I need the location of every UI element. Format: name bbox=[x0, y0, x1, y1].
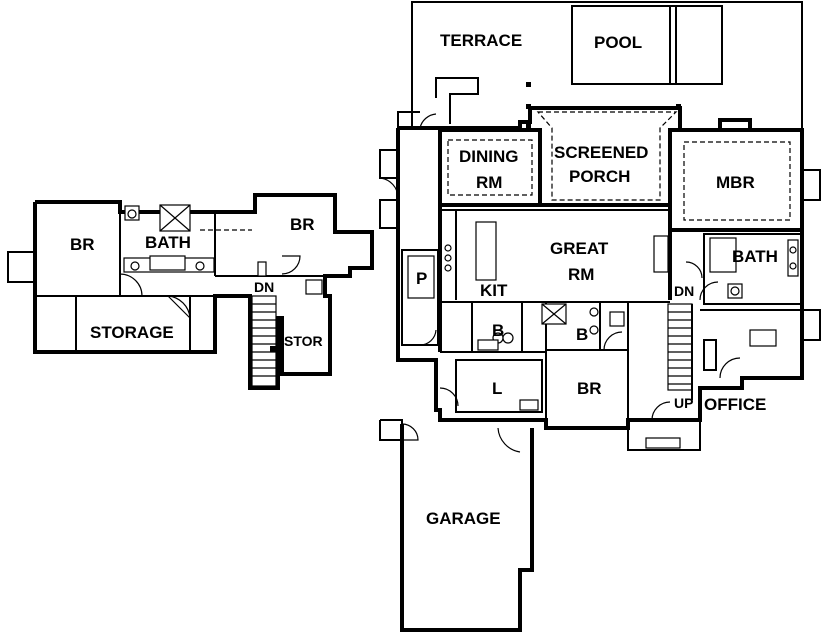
bay bbox=[802, 309, 821, 341]
upper-left-bay bbox=[7, 251, 35, 283]
room-label-dining: RM bbox=[476, 173, 502, 192]
room-label-storage: STORAGE bbox=[90, 323, 174, 342]
laundry-sink bbox=[519, 399, 539, 411]
toilet-icon bbox=[127, 209, 137, 219]
terrace-bench bbox=[435, 77, 479, 124]
room-label-kitchen: KIT bbox=[480, 281, 508, 300]
closet-icon bbox=[703, 339, 717, 371]
room-label-dining: DINING bbox=[459, 147, 519, 166]
fireplace-icon bbox=[653, 235, 669, 273]
laundry bbox=[455, 359, 543, 413]
door-swing bbox=[651, 401, 671, 421]
wall bbox=[397, 111, 420, 128]
room-label-pantry: P bbox=[416, 269, 427, 288]
room-label-bath-small: B bbox=[576, 325, 588, 344]
sink-icon bbox=[130, 261, 140, 271]
vanity-icon bbox=[477, 339, 499, 351]
room-label-screened-porch: PORCH bbox=[569, 167, 630, 186]
room-label-bath: BATH bbox=[732, 247, 778, 266]
room-label-up: UP bbox=[674, 395, 693, 411]
closet-icon bbox=[305, 279, 323, 295]
room-label-screened-porch: SCREENED bbox=[554, 143, 648, 162]
bay bbox=[802, 169, 821, 201]
room-label-bath-small: B bbox=[492, 321, 504, 340]
room-label-bath: BATH bbox=[145, 233, 191, 252]
column-icon bbox=[270, 346, 276, 352]
stair-icon bbox=[251, 295, 277, 387]
door-swing bbox=[167, 295, 191, 319]
bathtub-icon bbox=[709, 237, 737, 273]
room-label-dn: DN bbox=[254, 279, 274, 295]
door-swing bbox=[699, 281, 719, 301]
main-floor-outline bbox=[396, 106, 804, 430]
porch-step bbox=[645, 437, 681, 449]
master-bath bbox=[703, 233, 803, 305]
room-label-office: OFFICE bbox=[704, 395, 766, 414]
entry-bay bbox=[379, 199, 398, 229]
pool bbox=[571, 5, 723, 85]
room-label-br: BR bbox=[70, 235, 95, 254]
dining-room bbox=[438, 128, 542, 207]
master-bedroom bbox=[668, 128, 804, 232]
toilet-icon bbox=[589, 325, 599, 335]
door-swing bbox=[379, 177, 399, 199]
room-label-mbr: MBR bbox=[716, 173, 755, 192]
shower-icon bbox=[159, 204, 191, 232]
room-label-br: BR bbox=[290, 215, 315, 234]
room-label-garage: GARAGE bbox=[426, 509, 501, 528]
sink-icon bbox=[589, 307, 599, 317]
room-label-laundry: L bbox=[492, 379, 502, 398]
door-swing bbox=[419, 113, 437, 129]
vanity-icon bbox=[149, 255, 186, 271]
porch-ceiling bbox=[536, 111, 678, 201]
door-swing bbox=[719, 357, 741, 379]
door-swing bbox=[119, 273, 143, 297]
post-icon bbox=[257, 261, 267, 277]
terrace-outline bbox=[411, 1, 803, 128]
door-swing bbox=[497, 427, 521, 453]
room-label-pool: POOL bbox=[594, 33, 642, 52]
room-label-great-room: RM bbox=[568, 265, 594, 284]
garage-door-frame bbox=[379, 419, 403, 441]
kitchen-island bbox=[475, 221, 497, 281]
stair-icon bbox=[667, 303, 693, 391]
door-swing bbox=[439, 387, 459, 407]
room-label-dn: DN bbox=[674, 283, 694, 299]
vanity-icon bbox=[787, 239, 799, 277]
mbr-ceiling bbox=[683, 141, 791, 221]
desk-icon bbox=[749, 329, 777, 347]
vanity-icon bbox=[609, 311, 625, 327]
room-label-br: BR bbox=[577, 379, 602, 398]
toilet-icon bbox=[502, 332, 514, 344]
door-swing bbox=[401, 423, 419, 441]
pantry-shelf bbox=[407, 255, 435, 299]
front-porch bbox=[627, 420, 701, 451]
door-swing bbox=[685, 261, 703, 279]
garage-outline bbox=[400, 424, 534, 632]
room-label-terrace: TERRACE bbox=[440, 31, 522, 50]
room-label-stor: STOR bbox=[284, 333, 323, 349]
sink-icon bbox=[195, 261, 205, 271]
door-swing bbox=[419, 329, 437, 346]
upper-floor: BR BATH BR DN STORAGE STOR bbox=[7, 193, 374, 390]
room-label-great-room: GREAT bbox=[550, 239, 609, 258]
dining-ceiling bbox=[447, 139, 533, 196]
entry-bay bbox=[379, 149, 398, 179]
door-swing bbox=[603, 331, 623, 351]
door-swing bbox=[281, 255, 301, 275]
main-floor: TERRACE POOL DINING RM SCREENED PORCH MB… bbox=[379, 1, 821, 632]
